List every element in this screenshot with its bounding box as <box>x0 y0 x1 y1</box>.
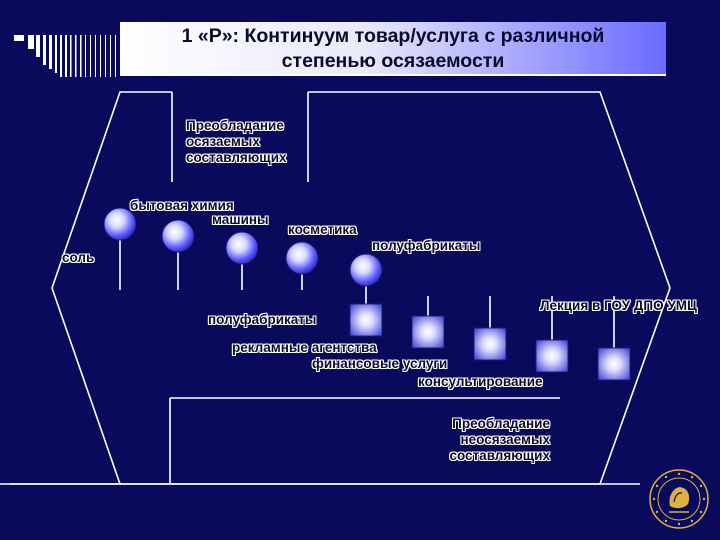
tangible-line-2: осязаемых <box>186 134 260 149</box>
lecture-note: Лекция в ГОУ ДПО УМЦ <box>540 298 697 313</box>
service-marker-last <box>597 347 631 381</box>
label-salt: соль <box>62 250 95 265</box>
intangible-line-3: составляющих <box>449 448 550 463</box>
title-line-2: степенью осязаемости <box>281 50 505 72</box>
label-ad-agencies: рекламные агентства <box>232 340 377 355</box>
hexagon-top-outline <box>51 91 172 289</box>
label-semi-products-top: полуфабрикаты <box>372 238 481 253</box>
label-machines: машины <box>212 212 269 227</box>
tangible-block-label: Преобладание осязаемых составляющих <box>186 118 287 166</box>
service-marker-consulting <box>535 339 569 373</box>
service-marker-ad-agencies <box>411 315 445 349</box>
label-cosmetics: косметика <box>288 222 357 237</box>
service-marker-financial <box>473 327 507 361</box>
goods-marker-semi-products <box>349 253 383 287</box>
intangible-block-label: Преобладание неосязаемых составляющих <box>420 416 550 464</box>
intangible-line-1: Преобладание <box>452 416 550 431</box>
service-marker-semi-products <box>349 303 383 337</box>
slide-title: 1 «Р»: Континуум товар/услуга с различно… <box>120 22 666 76</box>
goods-marker-chemicals <box>161 219 195 253</box>
goods-marker-cosmetics <box>285 241 319 275</box>
label-chemicals: бытовая химия <box>130 198 234 213</box>
intangible-line-2: неосязаемых <box>460 432 550 447</box>
decorative-bars <box>14 35 116 77</box>
goods-marker-machines <box>225 231 259 265</box>
university-seal-icon <box>649 469 709 529</box>
goods-marker-salt <box>103 207 137 241</box>
tangible-line-1: Преобладание <box>186 118 284 133</box>
hexagon-bottom-left-outline <box>0 287 122 485</box>
title-line-1: 1 «Р»: Континуум товар/услуга с различно… <box>181 25 605 47</box>
tangible-line-3: составляющих <box>186 150 287 165</box>
hexagon-bottom-right-outline <box>120 287 671 485</box>
label-financial: финансовые услуги <box>312 356 448 371</box>
label-semi-products-bottom: полуфабрикаты <box>208 312 317 327</box>
label-consulting: консультирование <box>418 374 543 389</box>
hexagon-top-right-outline <box>308 91 671 289</box>
